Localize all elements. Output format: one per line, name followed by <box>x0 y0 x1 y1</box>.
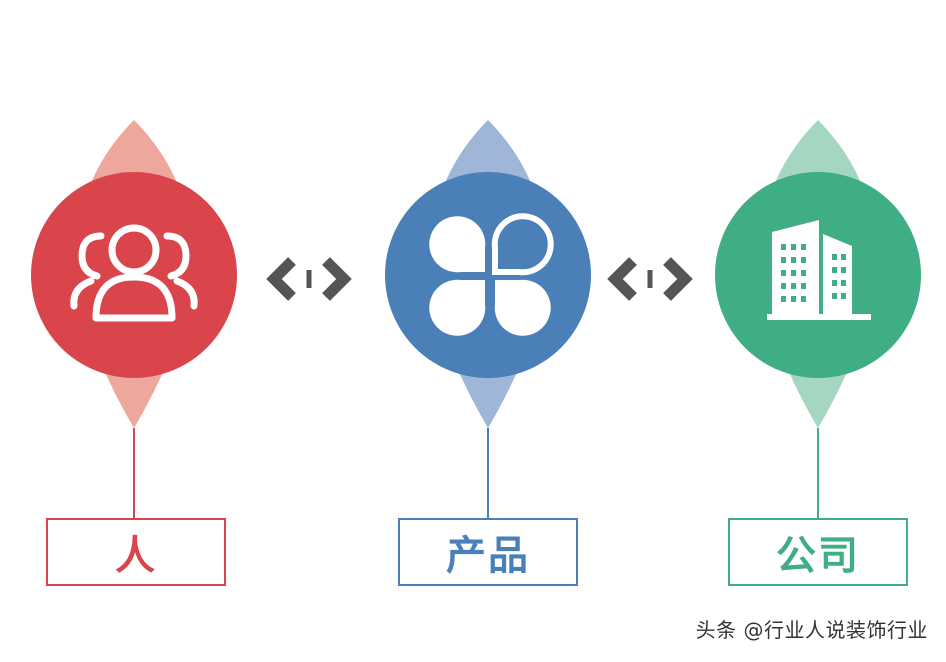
node-gongsi <box>715 120 921 518</box>
people-icon <box>70 224 198 322</box>
node-ren <box>31 120 237 518</box>
building-icon <box>767 220 871 320</box>
clover-icon <box>429 213 554 336</box>
label-box-chanpin: 产品 <box>398 518 578 586</box>
label-ren: 人 <box>115 533 157 579</box>
bidirectional-arrow-icon <box>266 257 352 301</box>
circle-chanpin <box>385 172 591 378</box>
label-box-gongsi: 公司 <box>728 518 908 586</box>
label-box-ren: 人 <box>46 518 226 586</box>
label-chanpin: 产品 <box>446 533 530 579</box>
label-gongsi: 公司 <box>776 533 860 579</box>
watermark-text: 头条 @行业人说装饰行业 <box>695 618 928 642</box>
node-chanpin <box>385 120 591 518</box>
bidirectional-arrow-icon <box>607 257 693 301</box>
